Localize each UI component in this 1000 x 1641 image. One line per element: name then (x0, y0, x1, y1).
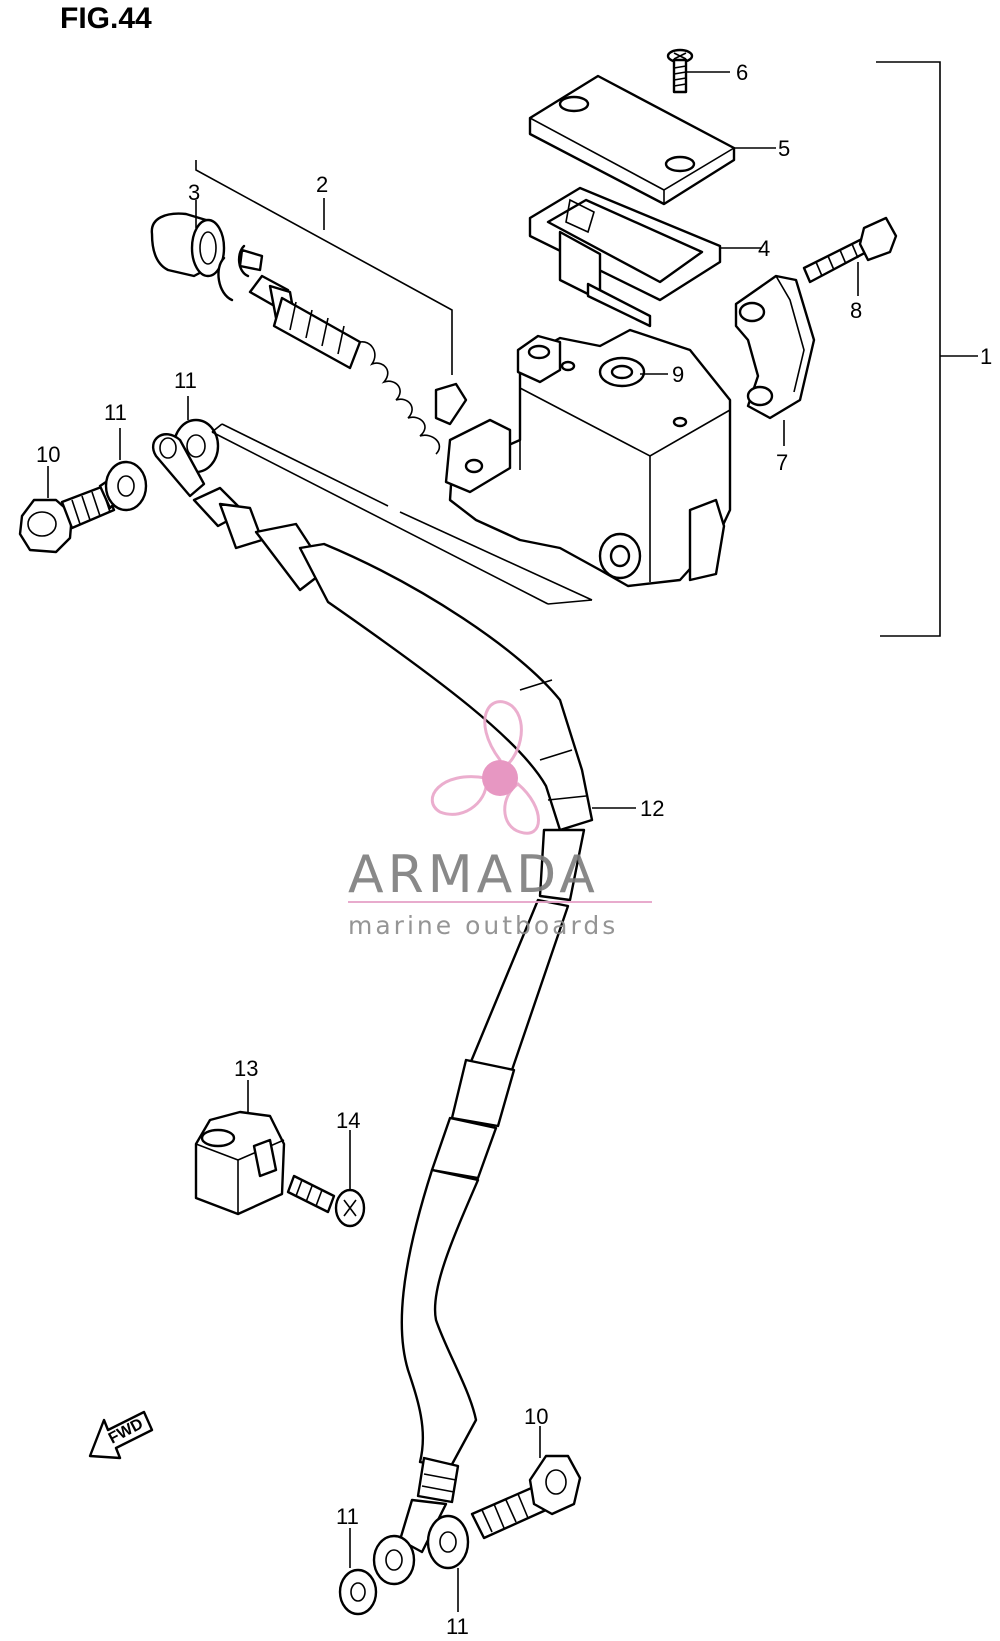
callout-labels: 6 5 4 1 2 3 8 9 7 11 11 10 12 13 14 10 1… (36, 60, 992, 1639)
callout-10-lower: 10 (524, 1404, 548, 1429)
callout-11-lower-right: 11 (446, 1614, 469, 1639)
callout-1: 1 (980, 344, 992, 369)
callout-2: 2 (316, 172, 328, 197)
assembly-1-bracket (876, 61, 978, 637)
clamp-holder-part-7 (734, 274, 816, 446)
screw-part-6 (666, 48, 730, 94)
propeller-logo-icon (430, 700, 540, 835)
callout-7: 7 (776, 450, 788, 475)
diaphragm-part-4 (528, 186, 762, 328)
alignment-lines (211, 423, 593, 605)
callout-8: 8 (850, 298, 862, 323)
callout-9: 9 (672, 362, 684, 387)
armada-watermark: ARMADA marine outboards (348, 700, 652, 940)
clamp-bolt-part-8 (802, 216, 898, 296)
piston-set-bracket (195, 160, 453, 375)
callout-11-upper-left: 11 (104, 400, 127, 425)
piston-spring-part-2 (248, 274, 468, 455)
callout-10-upper: 10 (36, 442, 60, 467)
figure-title: FIG.44 (60, 2, 152, 35)
callout-6: 6 (736, 60, 748, 85)
reservoir-cap-part-5 (528, 74, 776, 206)
banjo-bolt-lower-part-10 (470, 1426, 582, 1540)
clamp-screw-part-14 (286, 1130, 366, 1228)
fwd-arrow-icon: FWD (88, 1410, 154, 1460)
boot-part-3 (150, 200, 264, 302)
hose-clamp-part-13 (194, 1080, 286, 1216)
callout-14: 14 (336, 1108, 360, 1133)
callout-3: 3 (188, 180, 200, 205)
washer-upper-part-11-a (104, 428, 148, 512)
callout-4: 4 (758, 236, 770, 261)
brake-hose-part-12 (152, 433, 636, 1586)
callout-5: 5 (778, 136, 790, 161)
banjo-bolt-upper-part-10 (18, 466, 122, 554)
callout-13: 13 (234, 1056, 258, 1081)
washer-lower-part-11-b (426, 1514, 470, 1612)
washer-lower-part-11-a (338, 1528, 378, 1616)
watermark-tagline: marine outboards (348, 911, 618, 940)
watermark-brand: ARMADA (348, 845, 599, 905)
master-cylinder-body (444, 328, 732, 588)
callout-11-lower-left: 11 (336, 1504, 359, 1529)
callout-11-upper-right: 11 (174, 368, 197, 393)
callout-12: 12 (640, 796, 664, 821)
